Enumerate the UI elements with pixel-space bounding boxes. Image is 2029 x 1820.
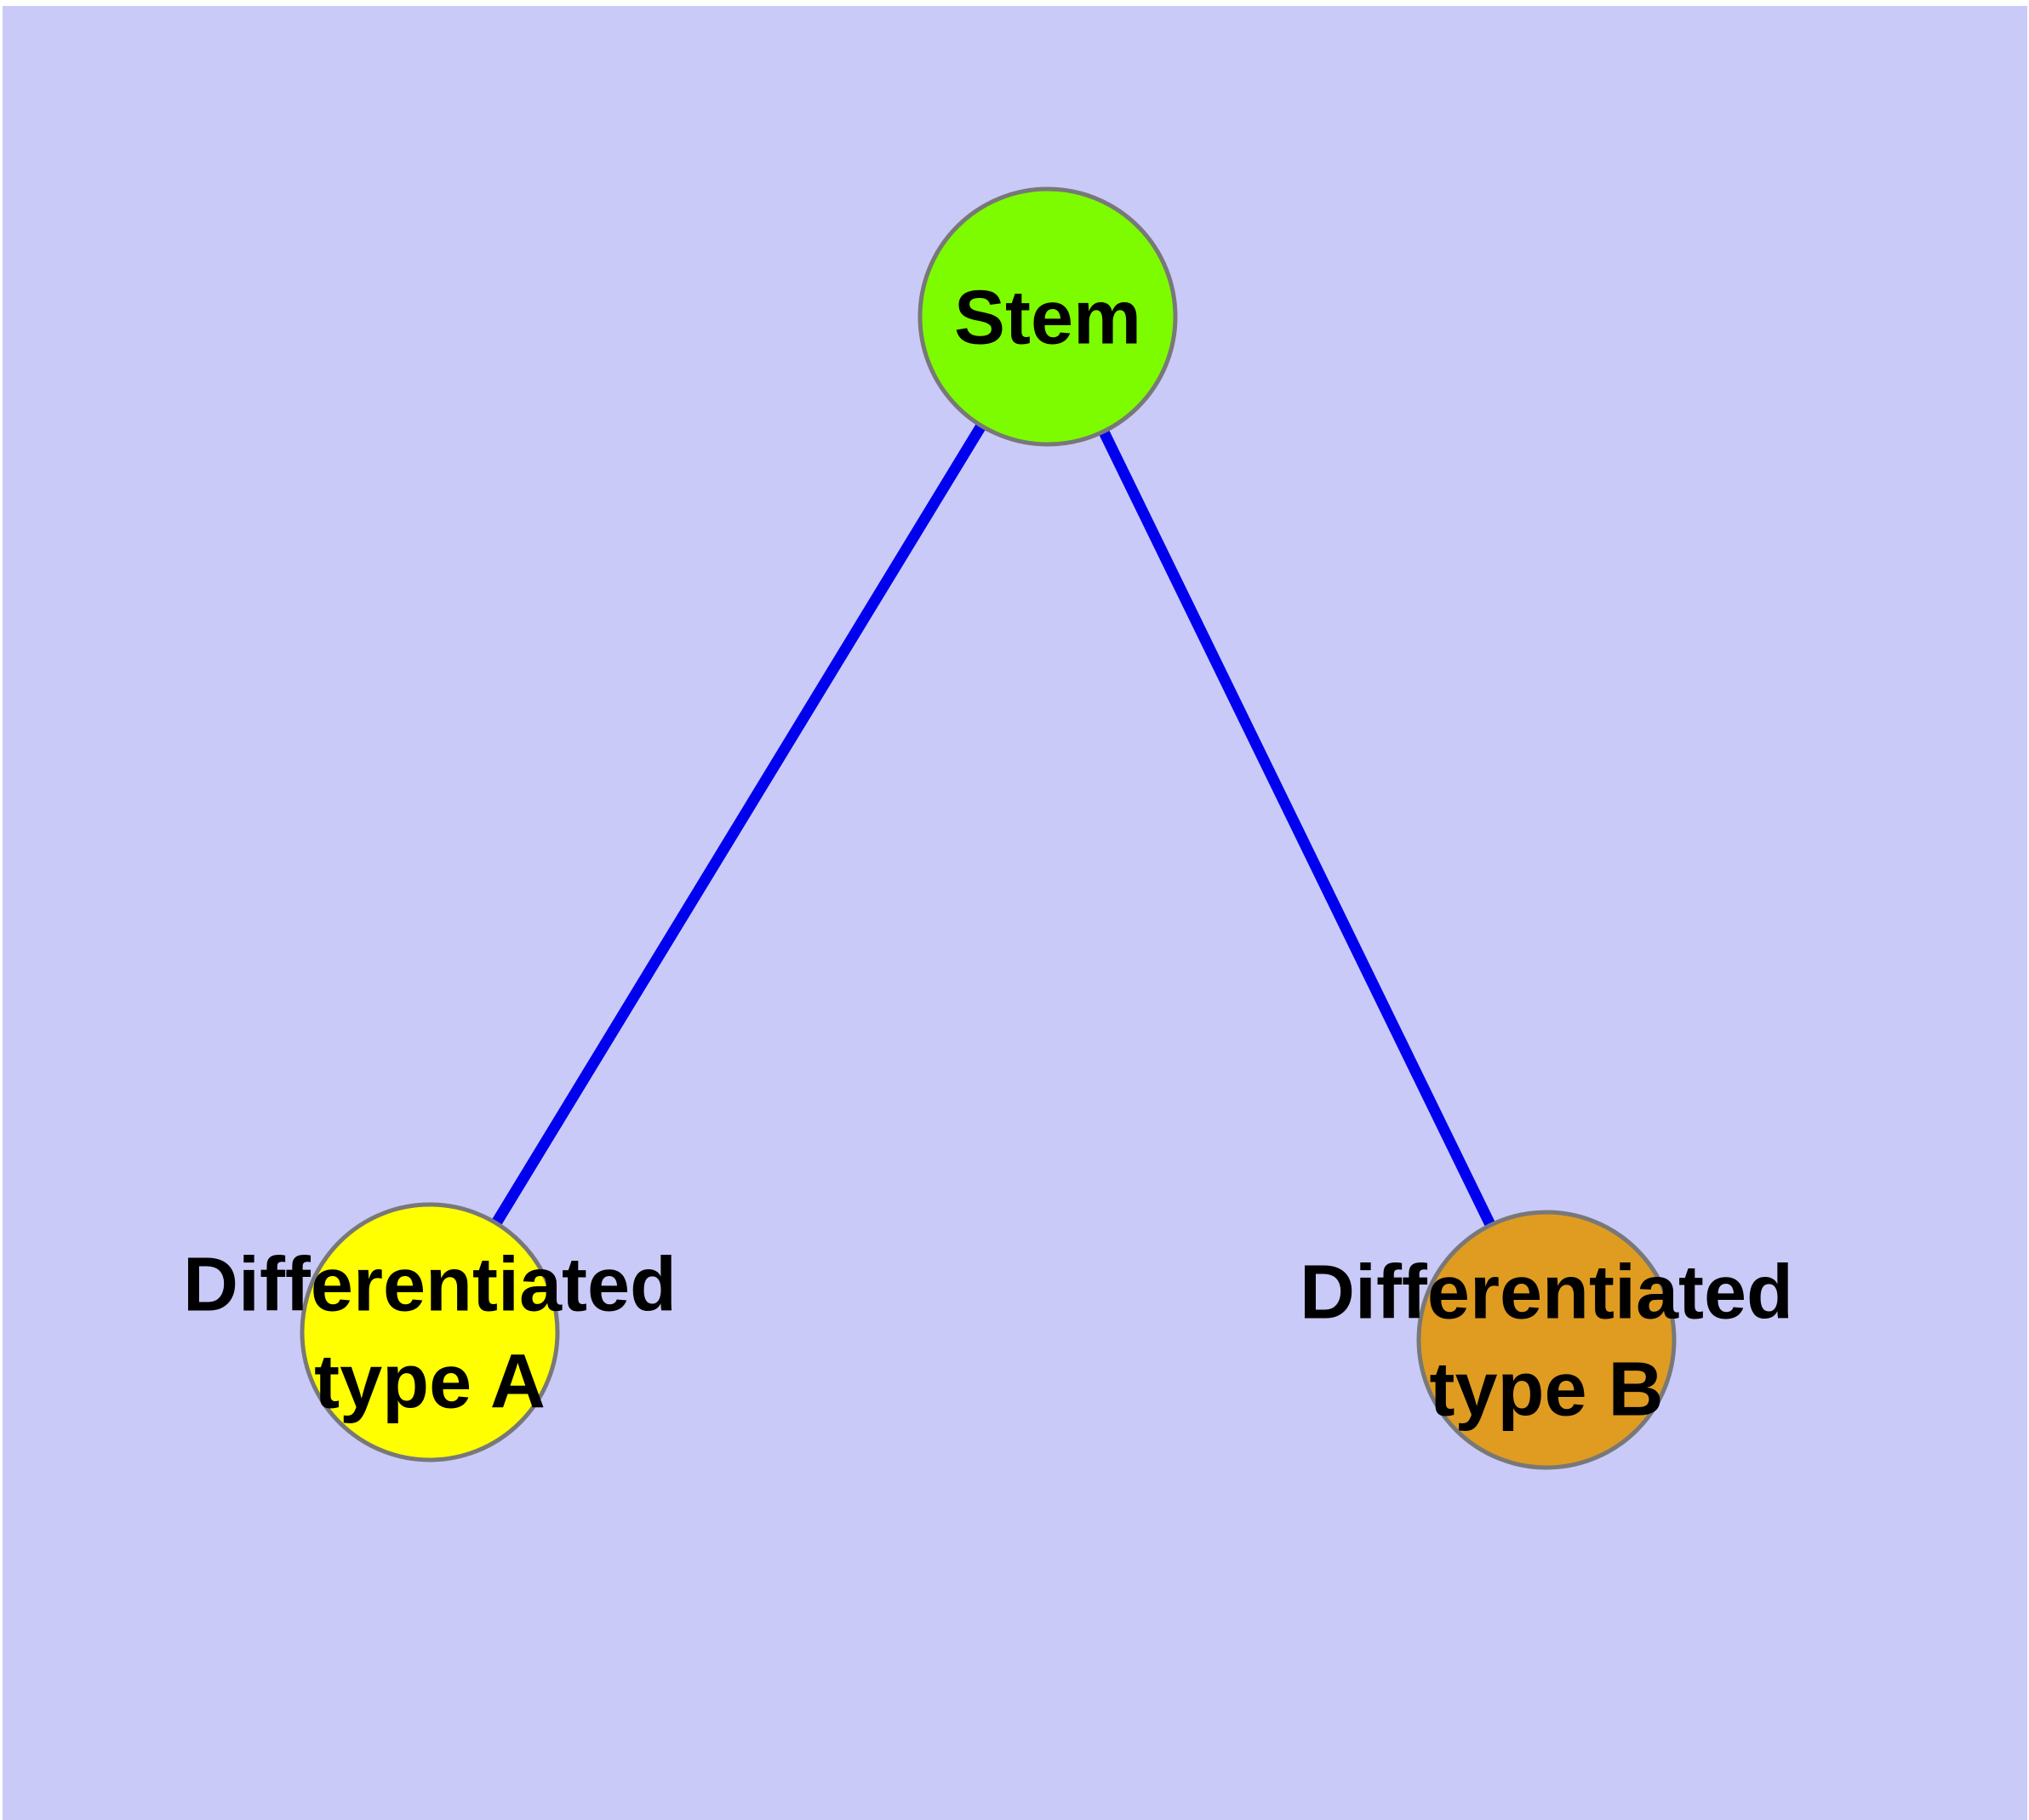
differentiated-type-b-node [1416,1210,1677,1470]
type-b-label-line1: Differentiated [1300,1251,1793,1336]
type-b-label-line2: type B [1429,1348,1663,1433]
type-a-label-line1: Differentiated [183,1243,677,1328]
differentiated-type-a-node [300,1202,560,1462]
type-a-label-line2: type A [314,1340,546,1425]
edge-stem-to-type-b [1043,314,1552,1342]
stem-node-label: Stem [954,276,1141,361]
edge-stem-to-type-a [425,313,1053,1336]
stem-node [917,186,1178,447]
